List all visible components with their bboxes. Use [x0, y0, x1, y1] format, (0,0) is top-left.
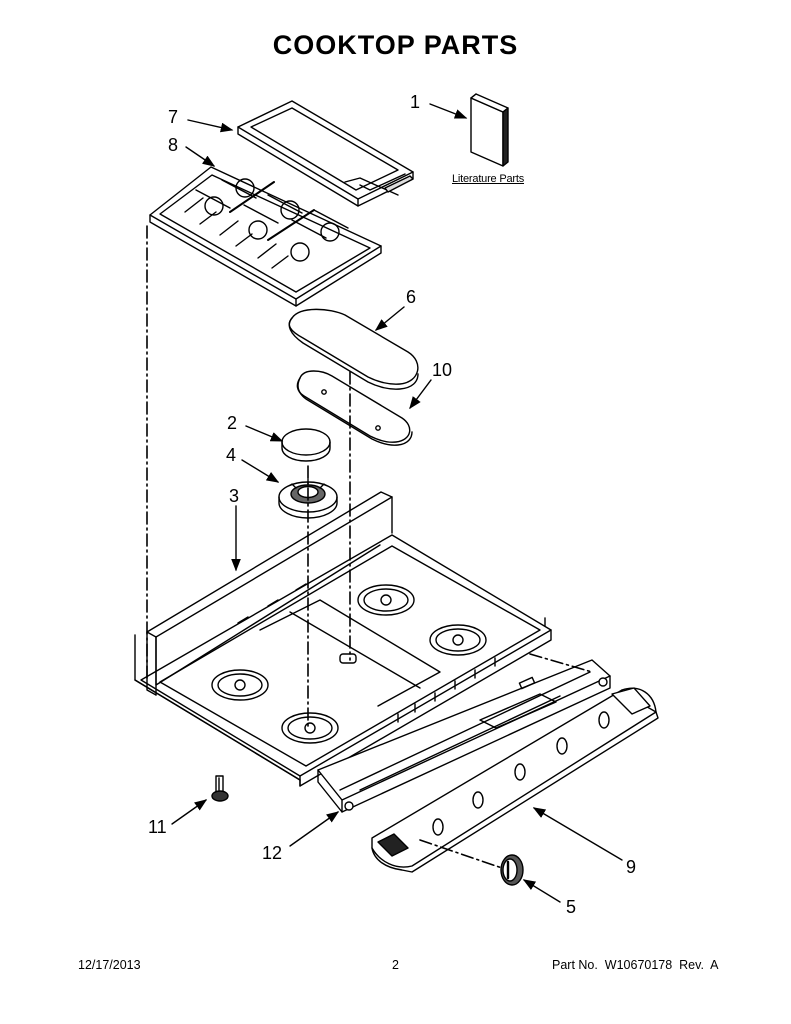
callout-3: 3 [229, 486, 240, 506]
callout-6: 6 [406, 287, 417, 307]
burner-opening-right-rear [357, 584, 415, 616]
igniter-post [211, 775, 229, 802]
footer-part-number: Part No. W10670178 Rev. A [552, 958, 719, 972]
callout-9: 9 [626, 857, 637, 877]
callout-5: 5 [566, 897, 577, 917]
literature-booklet [470, 93, 509, 167]
callout-8: 8 [168, 135, 179, 155]
cooktop-grate [149, 166, 382, 307]
callout-7: 7 [168, 107, 179, 127]
callout-10: 10 [432, 360, 453, 380]
burner-opening-left-rear [211, 669, 269, 701]
round-burner-cap [281, 428, 331, 462]
cooktop-main-top [134, 491, 552, 787]
leader-arrows [171, 103, 623, 903]
page-title: COOKTOP PARTS [272, 30, 519, 60]
griddle-insert [237, 100, 414, 207]
alignment-lines [146, 225, 593, 869]
control-panel [371, 687, 659, 873]
literature-parts-label: Literature Parts [452, 173, 525, 185]
callout-1: 1 [410, 92, 421, 112]
control-knob [500, 854, 524, 886]
callout-12: 12 [262, 843, 283, 863]
oval-burner-cap [288, 308, 419, 390]
burner-opening-left-front [281, 712, 339, 744]
manifold-panel [317, 659, 611, 813]
callout-4: 4 [226, 445, 237, 465]
footer-date: 12/17/2013 [78, 958, 141, 972]
burner-opening-right-front [429, 624, 487, 656]
oval-burner [296, 370, 413, 446]
callout-2: 2 [227, 413, 238, 433]
callout-11: 11 [148, 817, 167, 837]
footer-page-number: 2 [392, 958, 399, 972]
